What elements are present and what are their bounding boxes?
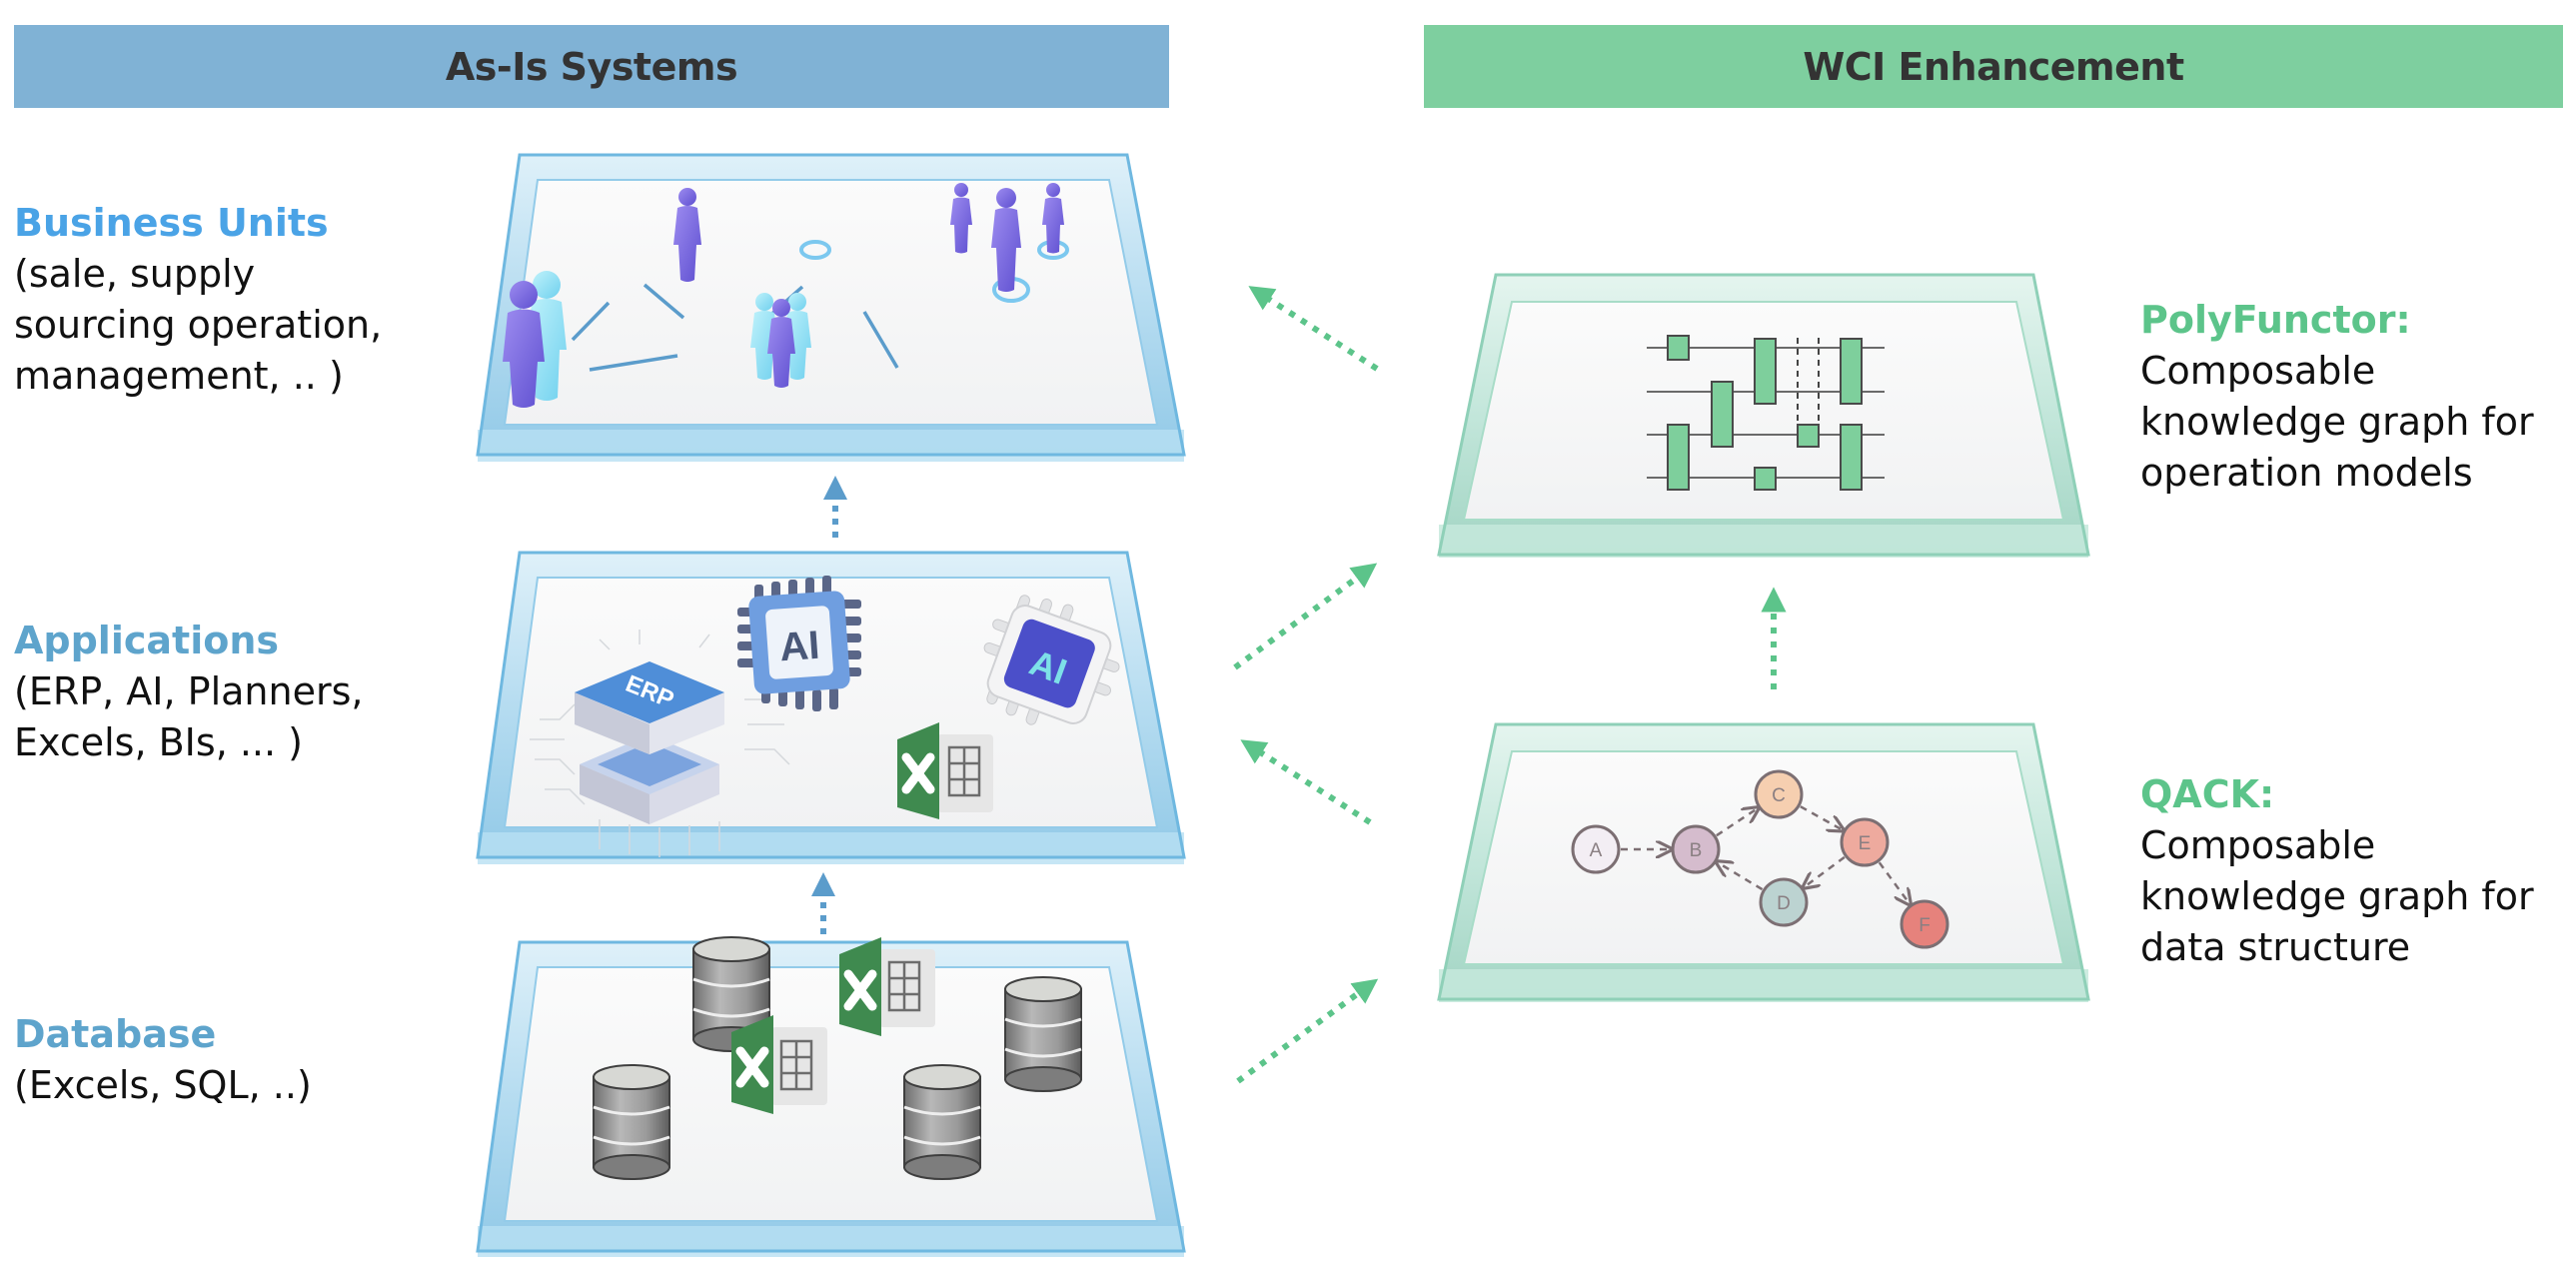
- polyfunctor-tray: [1437, 273, 2090, 558]
- qack-desc-1: Composable: [2140, 823, 2376, 867]
- circuit-gate: [1840, 338, 1863, 405]
- graph-node-label: E: [1859, 833, 1872, 854]
- graph-edge-b-c: [1716, 808, 1757, 837]
- circuit-gate: [1667, 424, 1690, 491]
- database-cylinder-icon: [903, 1064, 981, 1180]
- circuit-diagram: [1647, 335, 1885, 491]
- ai-chip-label: AI: [778, 624, 821, 670]
- applications-title: Applications: [14, 619, 279, 662]
- circuit-gate: [1667, 335, 1690, 361]
- polyfunctor-label: PolyFunctor: Composable knowledge graph …: [2140, 295, 2534, 499]
- applications-desc-2: Excels, BIs, ... ): [14, 720, 303, 764]
- graph-node-label: F: [1919, 915, 1931, 936]
- arrow-applications-to-polyfunctor: [1233, 563, 1378, 670]
- graph-edge-c-e: [1800, 805, 1842, 829]
- circuit-gate: [1840, 424, 1863, 491]
- graph-node-e: [1840, 817, 1890, 867]
- excel-icon: [839, 937, 935, 1036]
- database-desc-1: (Excels, SQL, ..): [14, 1063, 312, 1107]
- node-graph: A B C D E F: [1571, 769, 1949, 949]
- graph-node-label: A: [1590, 840, 1603, 861]
- graph-node-label: C: [1772, 785, 1786, 806]
- person-icon: [673, 188, 701, 282]
- graph-edge-e-f: [1878, 861, 1910, 903]
- polyfunctor-desc-3: operation models: [2140, 451, 2473, 495]
- polyfunctor-title: PolyFunctor:: [2140, 298, 2411, 342]
- graph-node-a: [1571, 824, 1621, 874]
- graph-node-c: [1754, 769, 1804, 819]
- network-link: [862, 311, 899, 369]
- business-units-desc-3: management, .. ): [14, 354, 344, 398]
- circuit-traces: [530, 630, 790, 857]
- graph-node-b: [1671, 824, 1721, 874]
- excel-icon: [731, 1015, 827, 1114]
- graph-node-label: B: [1690, 840, 1703, 861]
- qack-desc-3: data structure: [2140, 925, 2411, 969]
- graph-edge-d-b: [1718, 862, 1764, 891]
- business-units-label: Business Units (sale, supply sourcing op…: [14, 198, 382, 402]
- person-group-icon: [750, 293, 811, 388]
- applications-desc-1: (ERP, AI, Planners,: [14, 669, 364, 713]
- database-label: Database (Excels, SQL, ..): [14, 1009, 312, 1111]
- graph-node-label: D: [1777, 893, 1791, 914]
- arrow-database-to-qack: [1236, 978, 1379, 1084]
- people-network: [503, 183, 1069, 408]
- graph-edge-e-d: [1805, 855, 1846, 887]
- erp-icon: ERP: [575, 661, 724, 824]
- polyfunctor-desc-1: Composable: [2140, 349, 2376, 393]
- network-link: [589, 354, 678, 372]
- flow-arrows: [811, 286, 1787, 1084]
- team-hierarchy-icon: [799, 183, 1069, 303]
- ai-chip-white-icon: AI: [983, 595, 1120, 725]
- arrow-qack-to-applications: [1240, 739, 1372, 825]
- as-is-systems-header: As-Is Systems: [14, 25, 1169, 108]
- network-link: [643, 283, 685, 320]
- graph-node-f: [1900, 899, 1949, 949]
- circuit-gate: [1711, 381, 1734, 448]
- business-units-desc-1: (sale, supply: [14, 252, 256, 296]
- circuit-gate: [1797, 424, 1820, 448]
- qack-desc-2: knowledge graph for: [2140, 874, 2534, 918]
- business-units-desc-2: sourcing operation,: [14, 303, 383, 347]
- qack-label: QACK: Composable knowledge graph for dat…: [2140, 769, 2534, 973]
- applications-icons: ERP AI: [530, 576, 1120, 857]
- network-link: [571, 301, 611, 342]
- excel-icon: [897, 722, 993, 819]
- arrow-polyfunctor-to-business-units: [1248, 286, 1379, 372]
- database-title: Database: [14, 1012, 217, 1056]
- person-pair-icon: [503, 271, 567, 408]
- business-units-title: Business Units: [14, 201, 329, 245]
- database-cylinder-icon: [1004, 976, 1082, 1092]
- qack-tray: [1437, 722, 2090, 1002]
- database-cylinder-icon: [593, 1064, 670, 1180]
- business-units-tray: [476, 153, 1186, 462]
- wci-enhancement-header: WCI Enhancement: [1424, 25, 2563, 108]
- ai-chip-icon: AI: [737, 576, 861, 711]
- graph-node-d: [1759, 877, 1809, 927]
- circuit-gate: [1754, 338, 1777, 405]
- circuit-gate: [1754, 467, 1777, 491]
- qack-title: QACK:: [2140, 772, 2275, 816]
- applications-label: Applications (ERP, AI, Planners, Excels,…: [14, 616, 363, 768]
- polyfunctor-desc-2: knowledge graph for: [2140, 400, 2534, 444]
- database-icons: [593, 936, 1082, 1180]
